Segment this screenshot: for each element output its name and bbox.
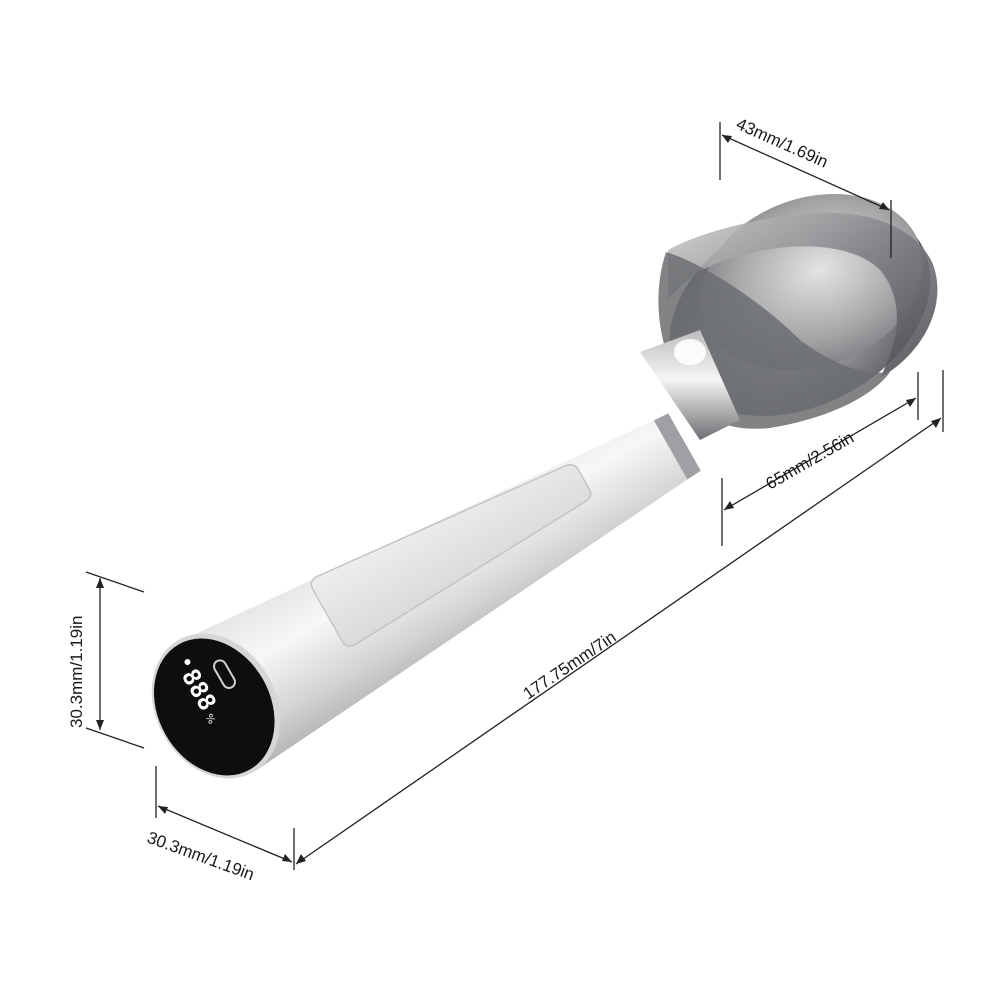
handle-grip-panel — [310, 463, 592, 647]
handle-width-label: 30.3mm/1.19in — [145, 828, 257, 884]
total-length-label: 177.75mm/7in — [520, 627, 620, 703]
scoop-neck — [640, 330, 740, 440]
handle-height-label: 30.3mm/1.19in — [67, 616, 86, 728]
scoop-length-label: 65mm/2.56in — [763, 428, 858, 494]
usb-c-port-icon — [212, 659, 236, 689]
scoop-neck-highlight — [674, 339, 706, 365]
ice-cream-scoop: 888 % — [151, 193, 938, 779]
dimension-handle-height: 30.3mm/1.19in — [67, 571, 145, 749]
charging-indicator-icon — [184, 659, 191, 666]
scoop-diameter-label: 43mm/1.69in — [733, 114, 831, 171]
scoop-bowl-rim — [668, 212, 938, 378]
dimension-handle-width: 30.3mm/1.19in — [145, 766, 293, 884]
scoop-handle — [181, 413, 701, 772]
handle-end-cap — [151, 633, 281, 779]
